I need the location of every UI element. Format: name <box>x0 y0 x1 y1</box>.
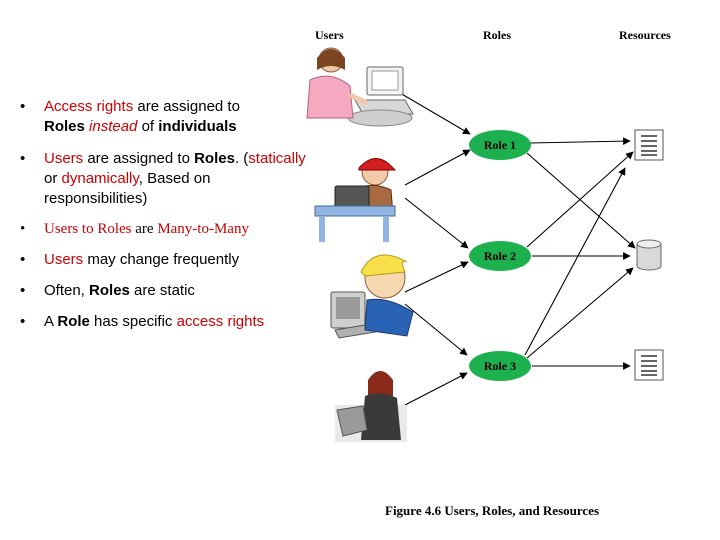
bullet-text: Users may change frequently <box>44 250 314 270</box>
role-1-node: Role 1 <box>469 130 531 160</box>
roles-text: Roles <box>194 150 235 167</box>
arrow-role1-res1 <box>529 137 631 145</box>
bullet-text: Users to Roles are Many-to-Many <box>44 219 314 239</box>
arrow-user2-role1 <box>404 149 471 186</box>
role-2-label: Role 2 <box>484 249 516 263</box>
resource-3-document-icon <box>634 349 664 381</box>
resource-1-document-icon <box>634 129 664 161</box>
bullet-fragment: . ( <box>234 150 249 167</box>
statically-text: statically <box>248 150 306 167</box>
role-3-label: Role 3 <box>484 359 516 373</box>
user-3-illustration <box>330 254 414 339</box>
arrow-role1-res2 <box>526 152 636 249</box>
access-rights-text: Access rights <box>44 98 134 115</box>
bullet-fragment: may change frequently <box>83 251 240 268</box>
bullet-text: A Role has specific access rights <box>44 312 314 332</box>
role-ellipse <box>469 351 531 381</box>
roles-text: Roles <box>89 282 130 299</box>
bullet-fragment: has specific <box>89 313 177 330</box>
bullet-marker: • <box>20 251 26 268</box>
users-roles-resources-diagram: Users Roles Resources Role 1 Role 2 Role… <box>306 28 671 442</box>
arrow-user2-role2 <box>404 197 469 249</box>
arrow-user4-role3 <box>404 372 468 406</box>
bullet-fragment: A <box>44 313 58 330</box>
bullet-marker: • <box>20 221 26 237</box>
arrow-role2-res1 <box>526 151 634 248</box>
bullet-marker: • <box>20 98 26 115</box>
bullet-fragment: Often, <box>44 282 90 299</box>
bullet-marker: • <box>20 282 26 299</box>
role-ellipse <box>469 130 531 160</box>
bullet-fragment: or <box>44 170 62 187</box>
users-to-roles-text: Users to Roles <box>44 221 132 237</box>
users-text: Users <box>44 150 84 167</box>
roles-text: Roles <box>44 118 85 135</box>
role-text: Role <box>57 313 90 330</box>
role-ellipse <box>469 241 531 271</box>
arrow-user3-role3 <box>404 303 468 356</box>
bullet-text: Users are assigned to Roles. (statically… <box>44 149 314 209</box>
bullet-fragment: are <box>131 221 158 237</box>
bullet-fragment: are assigned to <box>133 98 240 115</box>
role-resource-arrows <box>524 137 636 370</box>
resource-2-database-icon <box>636 239 662 271</box>
bullet-fragment: are static <box>129 282 195 299</box>
users-header: Users <box>315 28 344 42</box>
bullet-fragment: , Based on responsibilities) <box>44 170 211 207</box>
figure-caption: Figure 4.6 Users, Roles, and Resources <box>385 503 600 518</box>
bullet-text: Often, Roles are static <box>44 281 314 301</box>
user-2-illustration <box>314 158 397 242</box>
users-text: Users <box>44 251 84 268</box>
bullet-fragment: are assigned to <box>83 150 195 167</box>
roles-header: Roles <box>483 28 511 42</box>
bullet-marker: • <box>20 150 26 167</box>
access-rights-text: access rights <box>176 313 265 330</box>
arrow-user3-role2 <box>404 261 469 293</box>
many-to-many-text: Many-to-Many <box>157 221 249 237</box>
role-2-node: Role 2 <box>469 241 531 271</box>
bullet-marker: • <box>20 313 26 330</box>
individuals-text: individuals <box>158 118 237 135</box>
bullet-text: Access rights are assigned to Roles inst… <box>44 97 314 137</box>
role-1-label: Role 1 <box>484 138 516 152</box>
arrow-role3-res2 <box>526 267 634 359</box>
instead-text: instead <box>84 118 138 135</box>
arrow-user1-role1 <box>399 92 471 135</box>
user-role-arrows <box>399 92 471 406</box>
bullet-fragment: of <box>137 118 159 135</box>
user-1-illustration <box>306 47 414 127</box>
dynamically-text: dynamically <box>61 170 139 187</box>
user-4-illustration <box>335 371 407 442</box>
role-3-node: Role 3 <box>469 351 531 381</box>
arrow-role3-res1 <box>524 167 626 356</box>
resources-header: Resources <box>619 28 671 42</box>
